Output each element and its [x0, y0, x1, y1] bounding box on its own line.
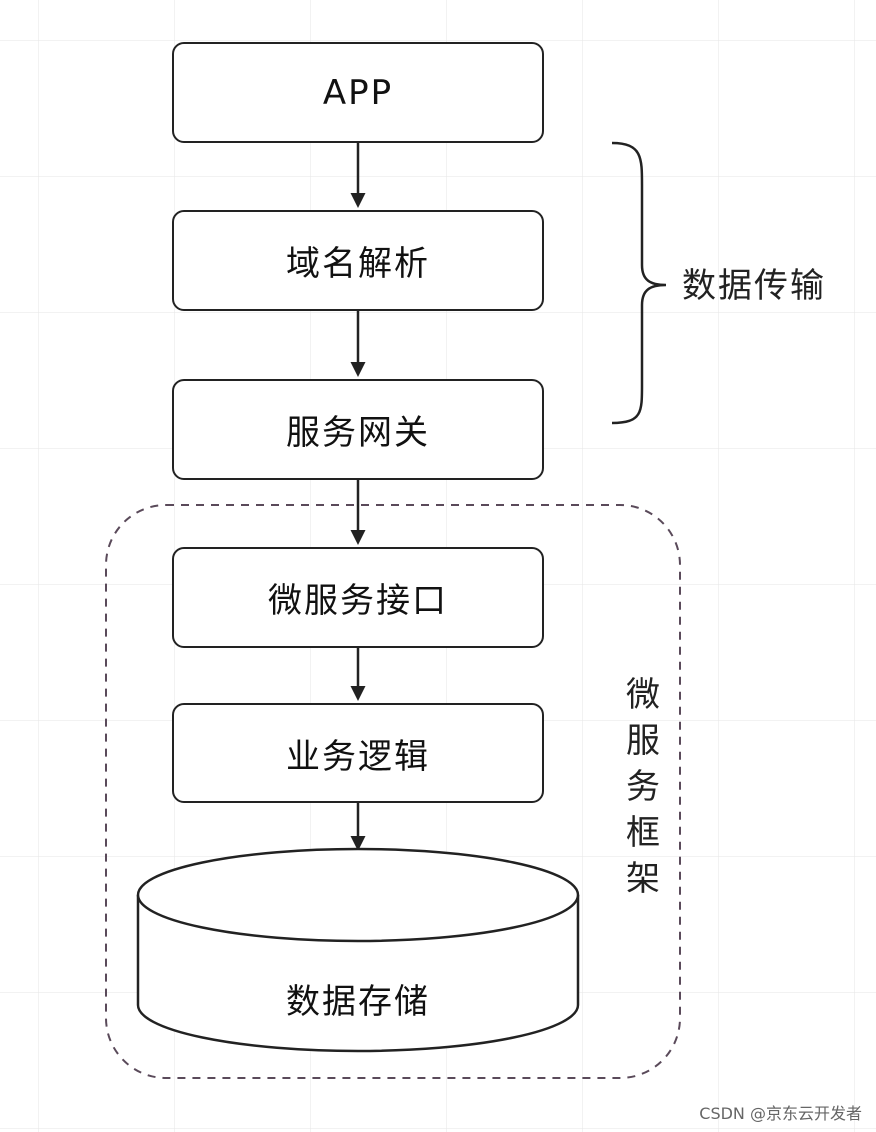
app-node: APP [172, 42, 544, 143]
business-logic-node: 业务逻辑 [172, 703, 544, 803]
transport-brace [611, 141, 667, 425]
gateway-node-label: 服务网关 [286, 413, 430, 453]
micro-interface-node: 微服务接口 [172, 547, 544, 648]
dns-node: 域名解析 [172, 210, 544, 311]
gateway-node: 服务网关 [172, 379, 544, 480]
framework-group-label: 微服务框架 [626, 675, 662, 899]
csdn-watermark: CSDN @京东云开发者 [699, 1104, 862, 1123]
storage-cylinder [136, 847, 580, 1053]
dns-node-label: 域名解析 [286, 244, 430, 284]
business-logic-node-label: 业务逻辑 [286, 736, 430, 777]
micro-interface-node-label: 微服务接口 [268, 581, 448, 621]
framework-group-border [105, 504, 681, 1079]
transport-group-label: 数据传输 [682, 266, 826, 306]
app-node-label: APP [322, 72, 394, 113]
storage-node-label: 数据存储 [286, 981, 430, 1022]
